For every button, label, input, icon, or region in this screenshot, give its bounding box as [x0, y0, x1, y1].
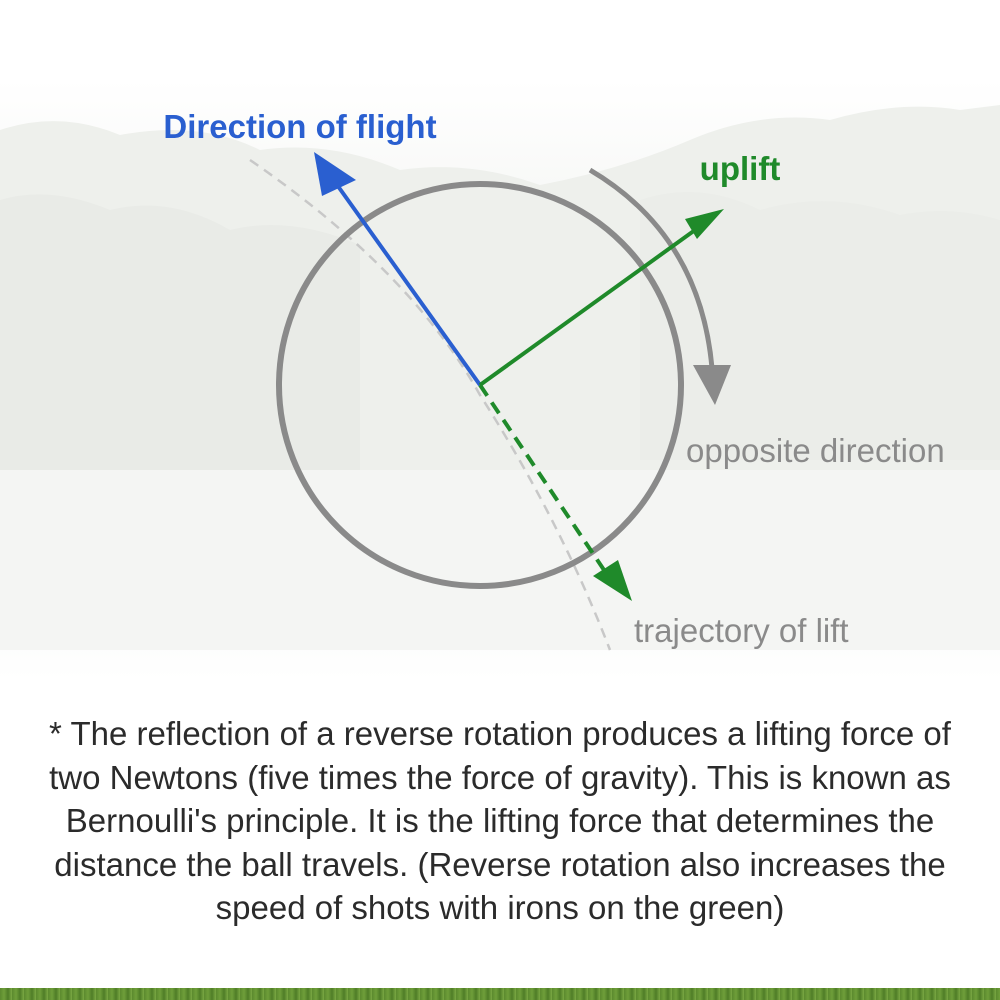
- curved-rotation-arrow-icon: [588, 167, 731, 405]
- grass-strip: [0, 988, 1000, 1000]
- label-opposite-direction: opposite direction: [686, 432, 945, 469]
- trajectory-of-lift-arrow: [478, 383, 632, 601]
- label-uplift: uplift: [700, 150, 781, 187]
- trajectory-curve: [249, 158, 612, 651]
- direction-of-flight-arrow: [314, 152, 482, 387]
- golf-ball-outline-icon: [276, 181, 684, 589]
- uplift-arrow: [478, 209, 724, 387]
- explanation-caption: * The reflection of a reverse rotation p…: [49, 715, 951, 926]
- label-trajectory-of-lift: trajectory of lift: [634, 612, 849, 649]
- label-direction-of-flight: Direction of flight: [163, 108, 436, 145]
